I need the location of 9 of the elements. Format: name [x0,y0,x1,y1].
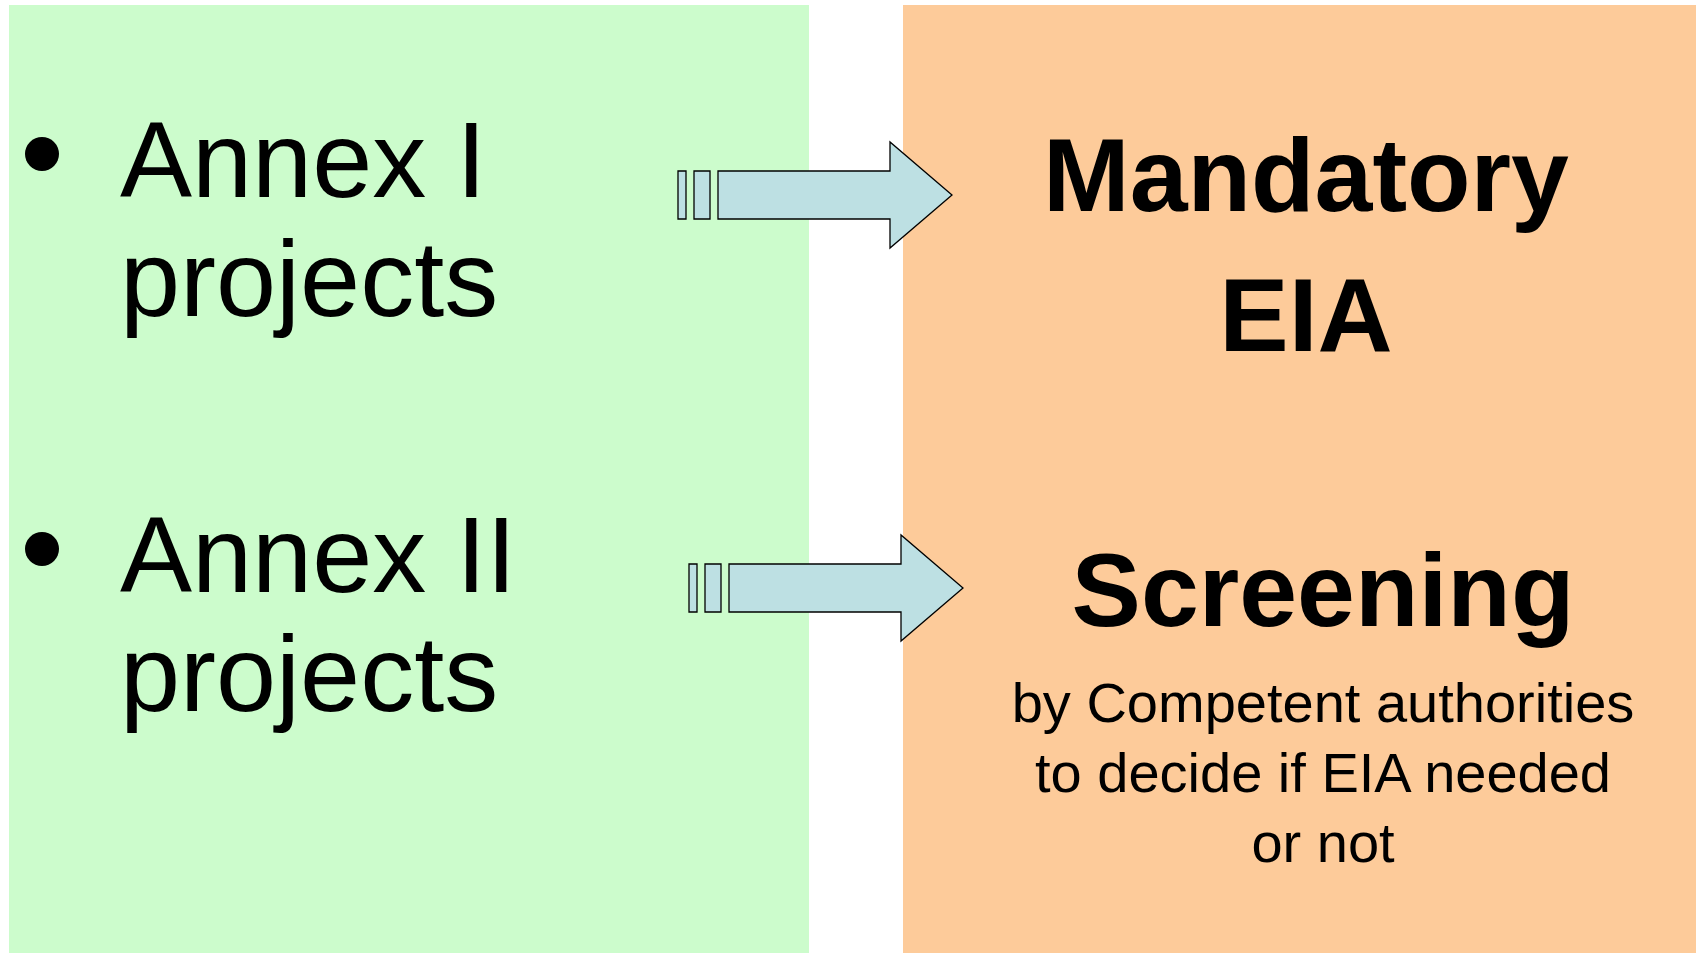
list-item-text: Annex I projects [120,100,500,338]
block-arrow [688,533,964,643]
list-item-text: Annex II projects [120,495,518,733]
panel-background [9,5,809,953]
panel-background [903,5,1696,953]
result-heading: Screening [1070,531,1576,650]
block-arrow [677,140,953,250]
result-description: by Competent authorities to decide if EIA needed or not [1010,670,1636,876]
result-heading: Mandatory EIA [1042,116,1570,375]
